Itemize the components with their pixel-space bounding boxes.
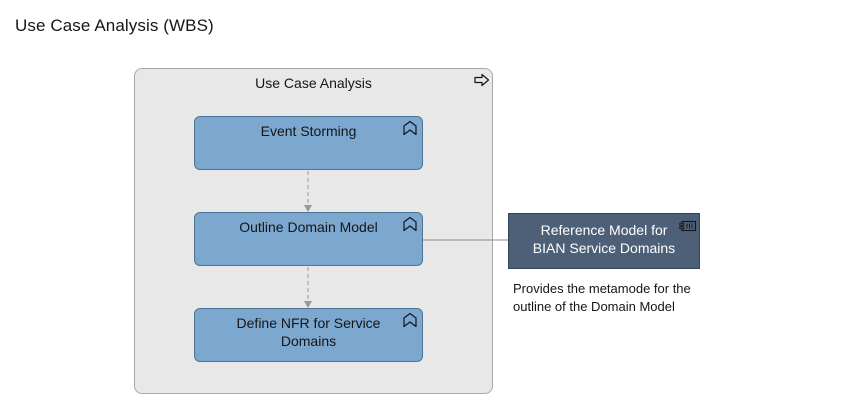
activity-label: Define NFR for Service Domains	[236, 315, 381, 349]
page-title: Use Case Analysis (WBS)	[15, 16, 214, 35]
reference-model-component[interactable]: Reference Model for BIAN Service Domains	[508, 213, 700, 269]
activity-outline-domain-model[interactable]: Outline Domain Model	[194, 212, 423, 266]
reference-model-label: Reference Model for BIAN Service Domains	[532, 222, 676, 256]
group-title: Use Case Analysis	[255, 75, 372, 91]
activity-define-nfr[interactable]: Define NFR for Service Domains	[194, 308, 423, 362]
business-function-icon	[403, 120, 417, 136]
activity-label: Outline Domain Model	[239, 219, 378, 235]
business-function-icon	[403, 312, 417, 328]
annotation-note: Provides the metamode for the outline of…	[513, 281, 691, 314]
application-component-icon	[679, 220, 697, 232]
business-function-icon	[403, 216, 417, 232]
activity-event-storming[interactable]: Event Storming	[194, 116, 423, 170]
process-arrow-icon	[474, 73, 490, 87]
activity-label: Event Storming	[260, 123, 357, 139]
